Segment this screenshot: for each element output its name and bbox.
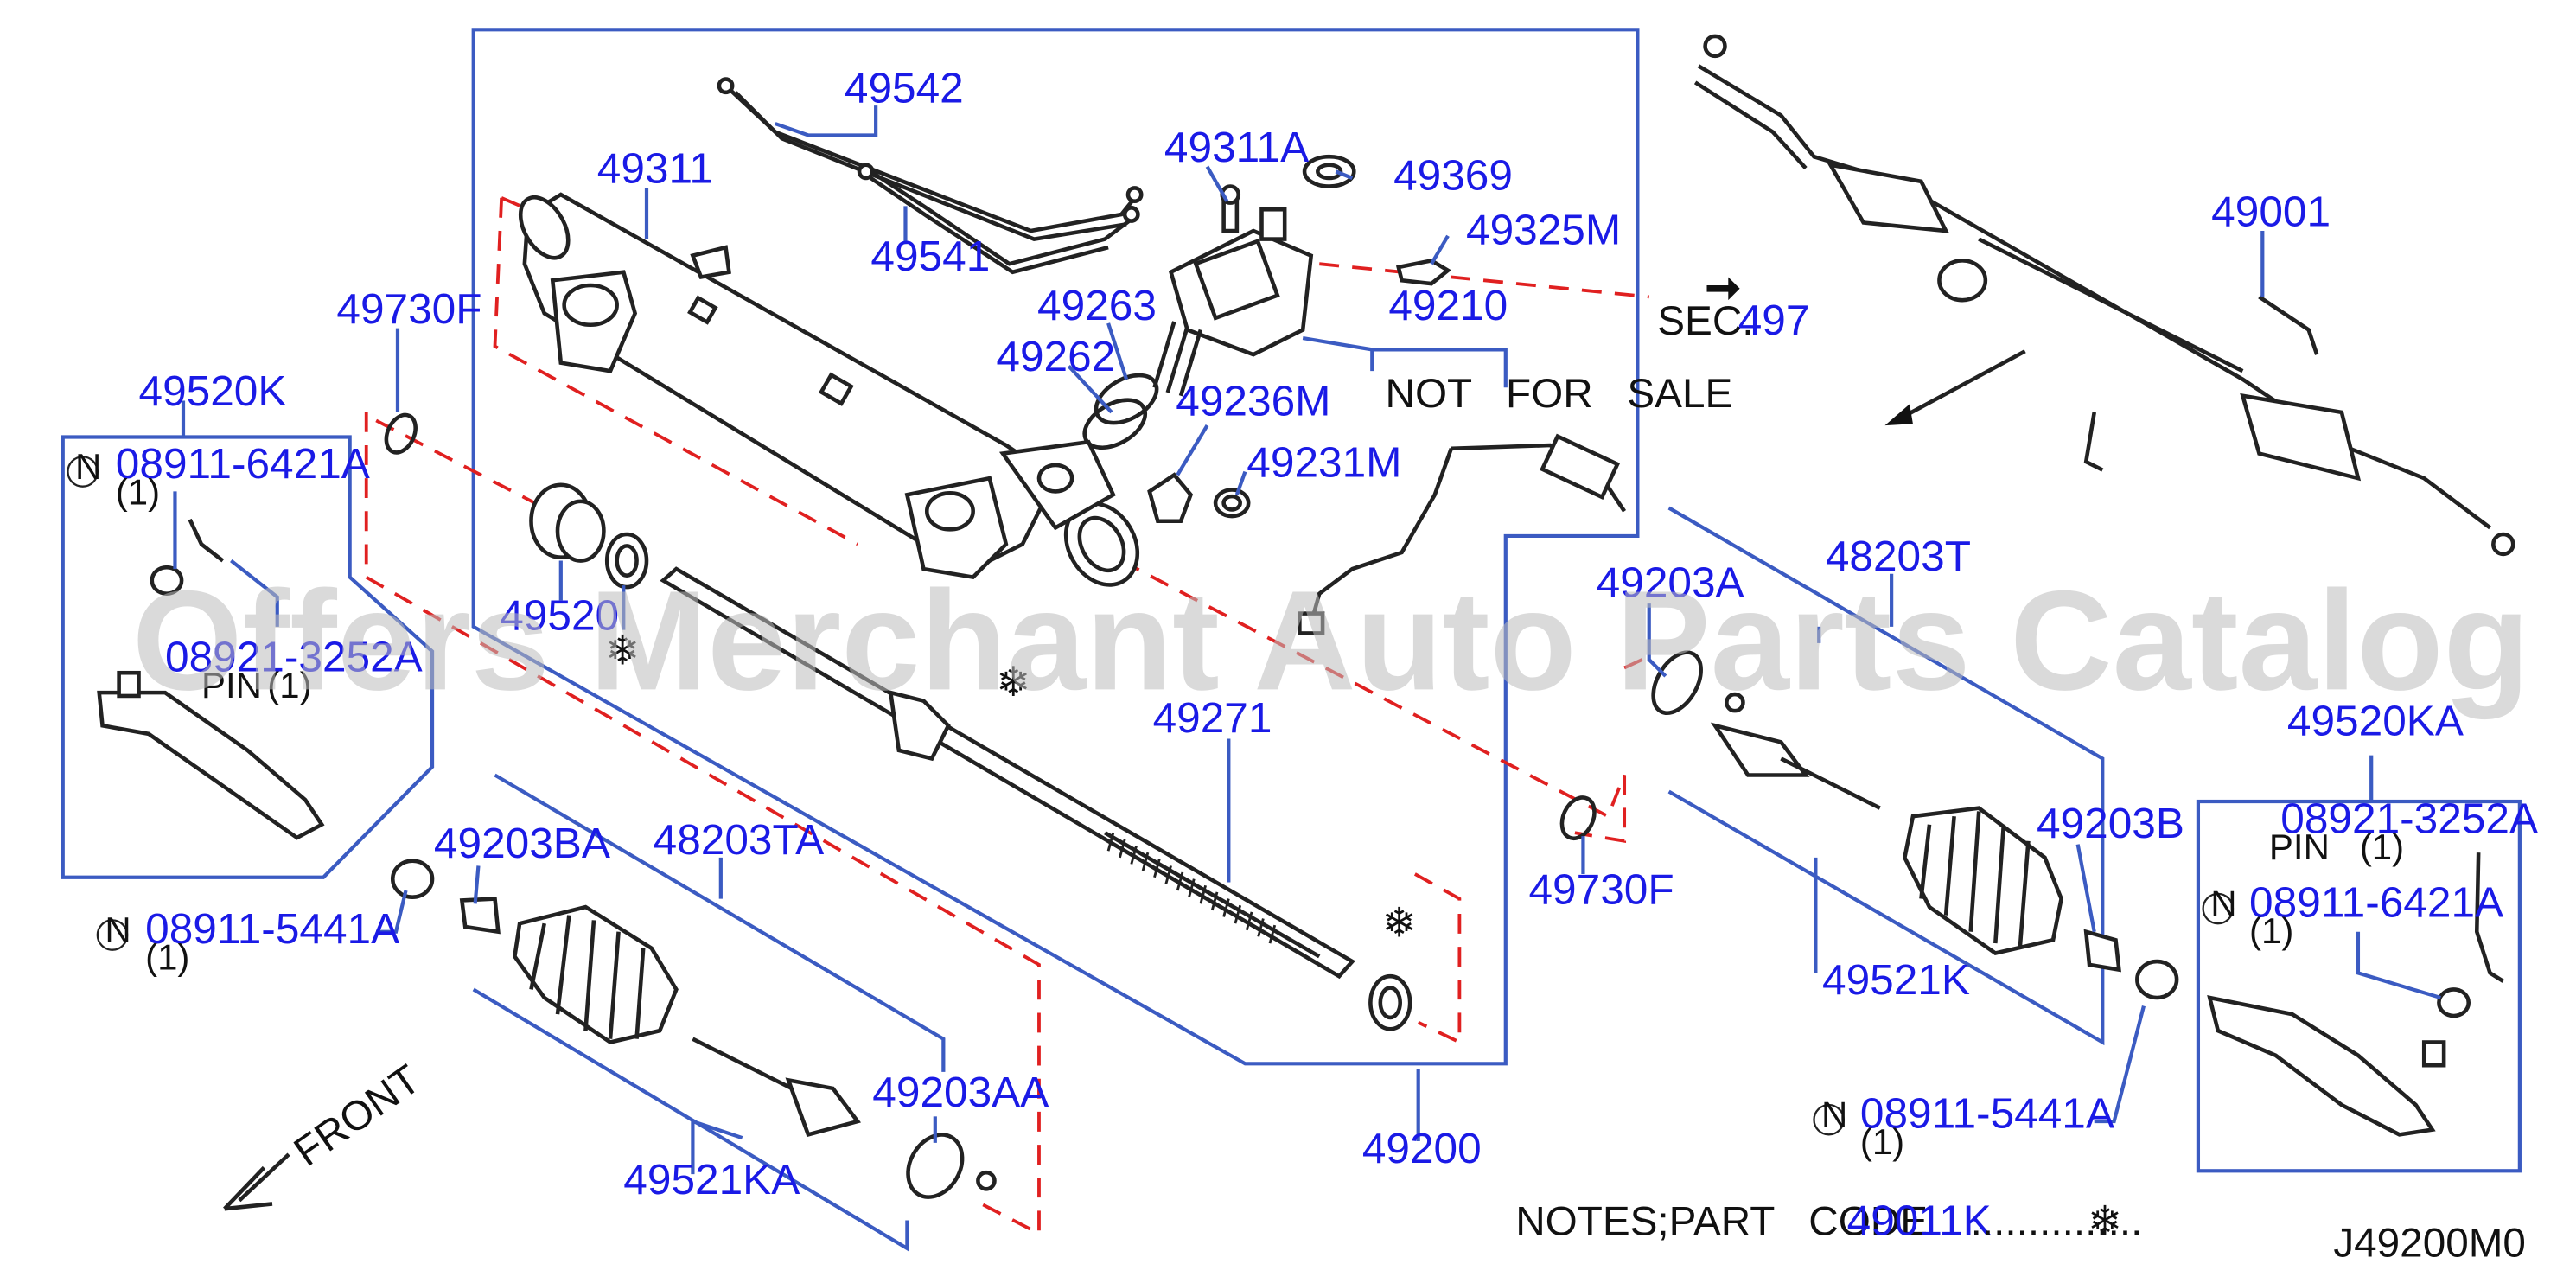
label-49542: 49542 [845, 63, 964, 112]
label-49203BA: 49203BA [434, 819, 610, 867]
label-49203AA: 49203AA [872, 1068, 1049, 1116]
label-49520: 49520 [500, 591, 619, 640]
label-sec: SEC. [1657, 298, 1753, 344]
snowflake-icon: ❄ [1382, 900, 1417, 946]
box-49520K [61, 435, 435, 879]
oring-49203AA [906, 1133, 965, 1199]
n-letter-1: N [75, 446, 101, 487]
pin-right: PIN [2269, 827, 2330, 867]
label-49520K: 49520K [139, 367, 287, 415]
label-49203A: 49203A [1597, 558, 1744, 606]
n-badge-left-top [67, 456, 99, 488]
clip-49730F-bottom [1559, 795, 1597, 841]
notes-dots: ............... [1971, 1199, 2143, 1245]
label-not-for-sale: NOT FOR SALE [1386, 371, 1733, 417]
rack-housing [518, 192, 1140, 587]
label-49311A: 49311A [1164, 123, 1309, 171]
oring-49263 [1094, 373, 1159, 425]
tie-rod-end-left [97, 518, 325, 840]
n-letter-3: N [2210, 884, 2236, 924]
fitting-49325M [1395, 258, 1452, 286]
frame-48203TA [472, 773, 946, 1252]
snowflake-icon: ❄ [2088, 1199, 2122, 1245]
frame-48203T [1667, 506, 2105, 1046]
label-49311: 49311 [597, 144, 713, 193]
label-sec-num: 497 [1738, 296, 1810, 344]
label-49262: 49262 [996, 332, 1115, 380]
label-49231M: 49231M [1247, 437, 1401, 486]
assembly-49001 [1693, 34, 2515, 557]
label-49263: 49263 [1037, 281, 1157, 329]
pressure-tubes [717, 77, 1144, 275]
snowflake-icon: ❄ [605, 629, 640, 674]
label-49325M: 49325M [1466, 205, 1621, 253]
part-labels: 49542 49541 49311 49311A 49369 49325M 49… [67, 63, 2538, 1266]
pin-left: PIN [201, 665, 262, 705]
frame-49200 [471, 28, 1640, 1066]
n-letter-4: N [1821, 1095, 1847, 1135]
qty-e: (1) [2249, 910, 2293, 951]
rack-shaft [660, 566, 1355, 980]
clip-49730F-top [384, 412, 418, 455]
label-49236M: 49236M [1176, 377, 1330, 425]
label-48203TA: 48203TA [654, 815, 825, 864]
bushing-49520 [529, 482, 649, 590]
qty-c: (1) [145, 937, 189, 978]
boot-48203TA [390, 859, 997, 1199]
boot-48203T [1651, 650, 2179, 1000]
n-badge-right-top [2202, 892, 2235, 925]
box-49520KA [2196, 799, 2522, 1173]
label-49369: 49369 [1393, 150, 1513, 199]
snowflake-icon: ❄ [996, 660, 1030, 705]
pinion-valve [1152, 184, 1314, 397]
label-08921-left: 08921-3252A [165, 632, 423, 680]
label-49200: 49200 [1362, 1124, 1482, 1172]
leader-lines [173, 105, 2441, 1175]
label-08921-right: 08921-3252A [2280, 794, 2538, 842]
dashed-guides [364, 196, 1650, 1236]
label-front: FRONT [286, 1056, 429, 1176]
label-49730F-bottom: 49730F [1528, 865, 1674, 913]
label-49210: 49210 [1388, 281, 1508, 329]
label-08911-6421A-left: 08911-6421A [116, 439, 370, 488]
front-arrow [223, 1152, 290, 1211]
label-49730F-top: 49730F [336, 284, 481, 333]
tie-rod-end-right [2207, 852, 2505, 1137]
watermark: Offers Merchant Auto Parts Catalog PARTS… [132, 560, 2576, 719]
n-badge-left-bottom [96, 919, 129, 951]
qty-b: (1) [267, 665, 311, 705]
notes-code: 49011K [1847, 1197, 1992, 1245]
qty-f: (1) [1860, 1121, 1904, 1162]
label-49520KA: 49520KA [2287, 697, 2464, 745]
label-49521KA: 49521KA [623, 1155, 800, 1203]
qty-a: (1) [116, 472, 160, 513]
qty-d: (1) [2360, 827, 2404, 867]
notes-label: NOTES;PART CODE [1515, 1199, 1928, 1245]
label-08911-6421A-right: 08911-6421A [2249, 878, 2503, 927]
label-49203B: 49203B [2037, 799, 2184, 847]
wire-harness [1298, 433, 1627, 635]
n-letter-2: N [105, 910, 131, 950]
label-49521K: 49521K [1822, 955, 1970, 1004]
label-08911-5441A-left: 08911-5441A [145, 904, 399, 953]
direction-arrow-assembly [1891, 349, 2026, 424]
label-49271: 49271 [1153, 693, 1272, 742]
diagram-id: J49200M0 [2333, 1220, 2526, 1266]
label-48203T: 48203T [1826, 532, 1971, 580]
direction-arrow-sec [1706, 277, 1740, 301]
label-08911-5441A-right: 08911-5441A [1860, 1089, 2114, 1138]
cap-49236M [1147, 472, 1194, 524]
label-49001: 49001 [2211, 187, 2331, 235]
n-badge-right-bottom [1813, 1103, 1845, 1136]
label-49541: 49541 [870, 232, 990, 280]
